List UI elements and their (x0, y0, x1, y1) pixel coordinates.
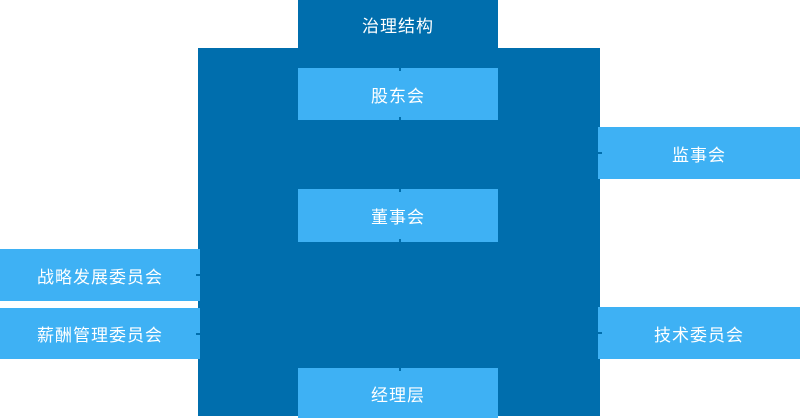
node-management-layer: 经理层 (298, 368, 498, 418)
connector-stub (598, 332, 602, 334)
node-compensation-management-committee: 薪酬管理委员会 (0, 308, 200, 359)
diagram-title-box: 治理结构 (298, 0, 498, 48)
node-label: 战略发展委员会 (37, 267, 163, 287)
connector-stub (196, 333, 200, 335)
connector-stub (399, 239, 401, 242)
connector-stub (399, 117, 401, 120)
node-strategic-development-committee: 战略发展委员会 (0, 249, 200, 301)
node-label: 监事会 (672, 145, 726, 165)
node-label: 薪酬管理委员会 (37, 326, 163, 345)
node-label: 董事会 (371, 208, 425, 227)
node-board-of-directors: 董事会 (298, 189, 498, 242)
connector-stub (399, 368, 401, 371)
connector-stub (196, 274, 200, 276)
node-technical-committee: 技术委员会 (598, 307, 800, 359)
connector-stub (399, 68, 401, 71)
node-label: 股东会 (371, 86, 425, 106)
connector-stub (598, 152, 602, 154)
node-supervisory-board: 监事会 (598, 127, 800, 179)
node-label: 技术委员会 (654, 325, 744, 345)
node-label: 经理层 (371, 385, 425, 405)
diagram-title: 治理结构 (362, 16, 434, 36)
node-shareholders-meeting: 股东会 (298, 68, 498, 120)
connector-stub (399, 189, 401, 192)
